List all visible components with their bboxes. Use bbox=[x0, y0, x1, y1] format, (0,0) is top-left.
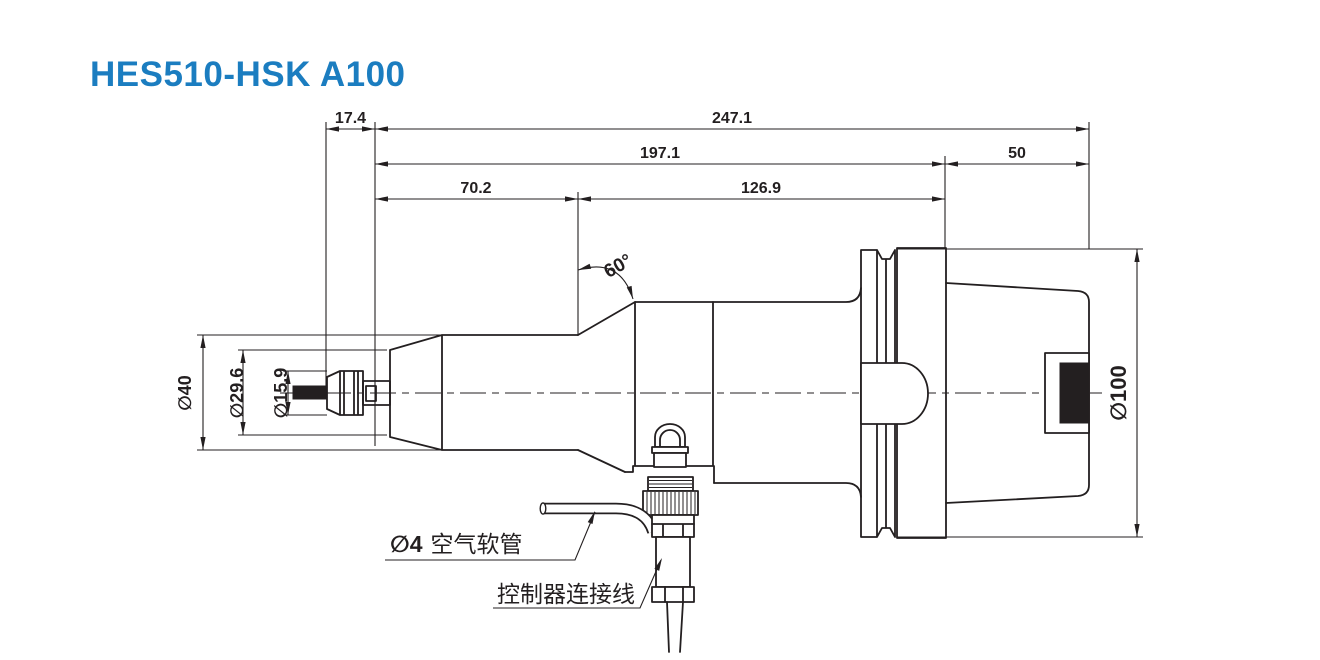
dim-flange-diameter: ∅100 bbox=[1106, 365, 1131, 421]
air-hose-leader bbox=[385, 511, 596, 561]
spindle-nose bbox=[389, 301, 636, 473]
collet-nut bbox=[326, 370, 391, 416]
dim-overall-length: 247.1 bbox=[712, 110, 752, 127]
dim-bevel-angle: 60° bbox=[601, 250, 636, 283]
connector-assembly bbox=[539, 423, 699, 653]
dim-mid-body-length: 126.9 bbox=[741, 180, 781, 197]
threaded-collar bbox=[647, 476, 694, 492]
air-fitting bbox=[651, 423, 689, 468]
page-title: HES510-HSK A100 bbox=[90, 55, 406, 94]
dim-nose-front-diameter: ∅29.6 bbox=[227, 368, 247, 418]
hose-open-end bbox=[539, 502, 547, 515]
dim-shank-length: 50 bbox=[1008, 145, 1026, 162]
dim-collet-nut-diameter: ∅15.9 bbox=[271, 368, 291, 418]
knurled-ring bbox=[642, 490, 699, 516]
connector-body bbox=[651, 514, 695, 653]
air-hose bbox=[539, 502, 659, 535]
connector-collar bbox=[651, 586, 695, 603]
cable-leader bbox=[493, 559, 662, 609]
dim-body-length: 197.1 bbox=[640, 145, 680, 162]
dim-nose-length: 70.2 bbox=[460, 180, 491, 197]
dimension-labels: 17.4 247.1 197.1 50 70.2 126.9 60° ∅40 ∅… bbox=[175, 110, 1131, 421]
hsk-taper-shank bbox=[945, 282, 1090, 504]
drive-key-bump bbox=[860, 362, 929, 425]
controller-cable-label: 控制器连接线 bbox=[497, 581, 635, 607]
hsk-flange bbox=[860, 247, 947, 539]
tool-bit bbox=[292, 385, 328, 400]
spindle-body bbox=[292, 247, 1090, 539]
dimension-lines bbox=[197, 122, 1143, 609]
bevel-60 bbox=[577, 301, 636, 473]
cable bbox=[666, 601, 684, 653]
dim-collet-protrusion: 17.4 bbox=[335, 110, 366, 127]
dim-nose-max-diameter: ∅40 bbox=[175, 375, 195, 410]
shank-slot bbox=[1059, 362, 1090, 424]
